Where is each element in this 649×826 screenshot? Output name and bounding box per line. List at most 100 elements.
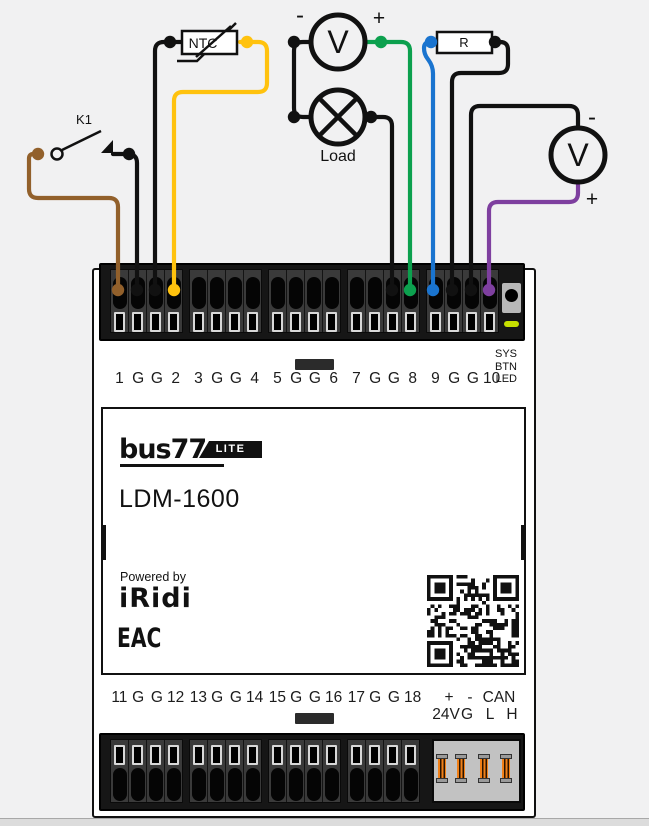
terminal: [208, 740, 226, 802]
terminal-slot: [114, 312, 125, 332]
terminal: [269, 270, 287, 332]
terminal-label: 7: [352, 370, 361, 387]
terminal: [287, 740, 305, 802]
terminal-label: G: [150, 370, 163, 387]
terminal-slot: [168, 312, 179, 332]
terminal: [147, 740, 165, 802]
connector-can-l: [478, 754, 490, 783]
terminal: [463, 270, 481, 332]
model-name: LDM-1600: [119, 485, 240, 513]
wire-green-voltmeter-plus-dot: [374, 35, 388, 49]
terminal-slot: [132, 745, 143, 765]
terminal-label: G: [308, 370, 321, 387]
terminal-label: G: [132, 689, 145, 706]
terminal-hole: [191, 768, 206, 801]
terminal-hole: [403, 768, 418, 801]
ntc-thermistor: NTC: [177, 22, 239, 63]
powered-by-text: Powered by: [120, 570, 187, 584]
terminal-slot: [211, 745, 222, 765]
switch-pivot: [50, 147, 64, 161]
terminal: [147, 270, 165, 332]
din-clip-bottom: [295, 713, 334, 724]
terminal-group-3-4: [189, 269, 262, 333]
terminal-group-17-18: [347, 739, 420, 803]
terminal-label: G: [290, 370, 303, 387]
terminal-slot: [290, 745, 301, 765]
minus-sign: -: [296, 2, 304, 29]
terminal-slot: [466, 312, 477, 332]
terminal-group-11-12: [110, 739, 183, 803]
resistor-r: R: [435, 30, 494, 55]
terminal-hole: [306, 277, 321, 310]
terminal-slot: [405, 312, 416, 332]
terminal-hole: [130, 277, 145, 310]
connector-body: [502, 759, 510, 778]
terminal: [402, 270, 419, 332]
connector-cap: [436, 778, 448, 783]
terminal-label: G: [308, 689, 321, 706]
terminal-hole: [446, 277, 461, 310]
terminal-slot: [150, 312, 161, 332]
sys-button[interactable]: [502, 283, 521, 313]
terminal-slot: [369, 745, 380, 765]
connector-body: [457, 759, 465, 778]
terminal-label: G: [229, 689, 242, 706]
switch-k1: K1: [50, 112, 113, 161]
terminal-slot: [405, 745, 416, 765]
power-24v-label: 24V: [432, 706, 460, 723]
connector-cap: [500, 778, 512, 783]
terminal: [244, 740, 261, 802]
terminal-hole: [148, 277, 163, 310]
terminal: [445, 270, 463, 332]
terminal-label: 4: [250, 370, 259, 387]
terminal-hole: [288, 277, 303, 310]
ntc-body: [180, 29, 239, 56]
terminal-slot: [308, 312, 319, 332]
terminal: [305, 270, 323, 332]
terminal-group-7-8: [347, 269, 420, 333]
terminal-hole: [324, 277, 339, 310]
terminal-hole: [245, 277, 260, 310]
terminal-slot: [308, 745, 319, 765]
terminal: [129, 740, 147, 802]
terminal-label: 6: [329, 370, 338, 387]
terminal-hole: [349, 277, 364, 310]
resistor-label: R: [459, 35, 468, 50]
terminal-slot: [168, 745, 179, 765]
terminal-hole: [209, 768, 224, 801]
terminal: [190, 270, 208, 332]
load-circle: [308, 87, 368, 147]
led-label: LED: [495, 373, 517, 385]
terminal-label: G: [211, 370, 224, 387]
terminal-hole: [209, 277, 224, 310]
wire-yellow-ntc: [171, 39, 270, 295]
minus-sign: -: [588, 104, 596, 131]
connector-cap: [455, 754, 467, 759]
terminal-label: 10: [483, 370, 501, 387]
terminal: [165, 270, 182, 332]
terminal-label: 13: [189, 689, 207, 706]
wire-black-voltmeter-load-link-dot: [287, 35, 301, 49]
panel-tab-right: [521, 525, 526, 560]
connector-cap: [436, 754, 448, 759]
terminal-label: 11: [111, 689, 128, 706]
terminal-slot: [351, 312, 362, 332]
terminal-label: 3: [194, 370, 203, 387]
front-panel: bus77 LITE LDM-1600 Powered by iRidi EAC: [101, 407, 526, 675]
connector-24v-plus: [436, 754, 448, 783]
terminal-slot: [387, 745, 398, 765]
terminal: [323, 270, 340, 332]
terminal-hole: [324, 768, 339, 801]
wire-black-resistor-out: [449, 39, 511, 295]
terminal-hole: [464, 277, 479, 310]
terminal: [323, 740, 340, 802]
